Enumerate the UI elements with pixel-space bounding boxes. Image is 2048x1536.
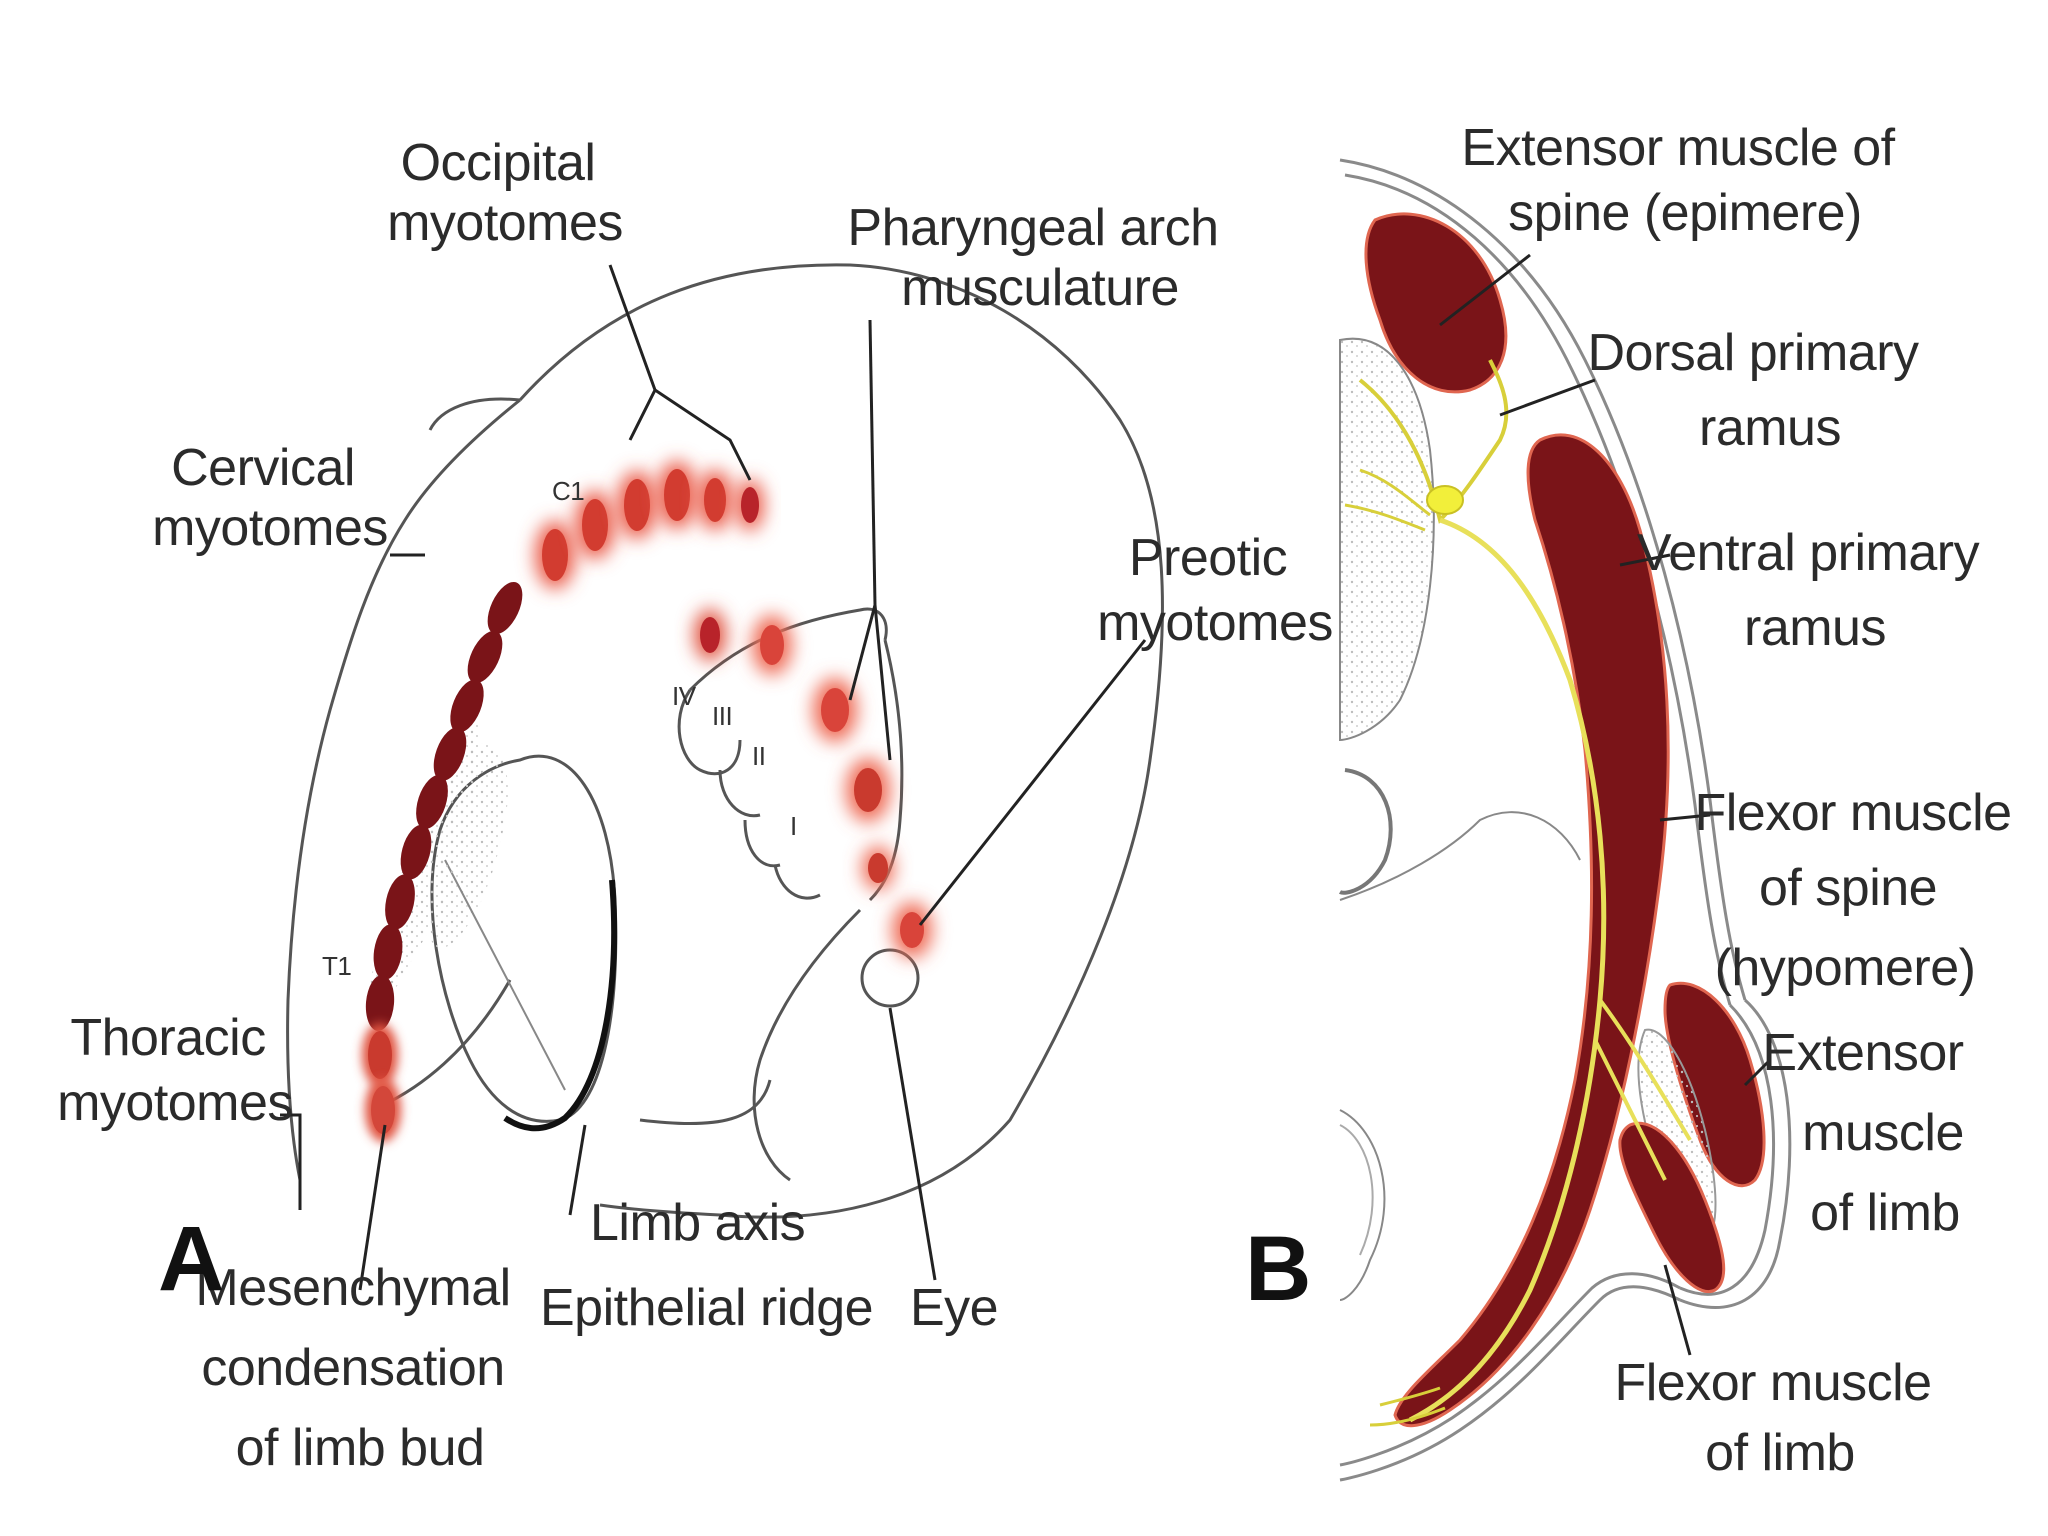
panel-b-leaders [1439, 253, 1772, 1356]
label-extensor-muscle-spine: Extensor muscle of spine (epimere) [1461, 119, 1908, 242]
myotome [741, 487, 759, 523]
lower-thoracic-myotomes [362, 1023, 401, 1142]
panel-a-letter: A [158, 1208, 224, 1310]
myotome [582, 499, 608, 551]
flexor-muscle-limb [1618, 1121, 1726, 1293]
t1-mark: T1 [322, 951, 351, 981]
myotome [416, 775, 448, 829]
arch-muscle [854, 768, 882, 812]
panel-b-letter: B [1245, 1218, 1311, 1320]
label-limb-axis: Limb axis [590, 1194, 805, 1252]
preotic-myotome [900, 912, 924, 948]
flexor-muscle-spine [1393, 433, 1670, 1428]
extensor-muscle-limb [1663, 981, 1766, 1188]
myotome [365, 975, 395, 1031]
limb-axis-line [444, 859, 566, 1091]
eye [860, 948, 920, 1008]
label-cervical-myotomes: Cervical myotomes [152, 439, 388, 557]
label-flexor-muscle-spine: Flexor muscle of spine (hypomere) [1694, 784, 2025, 997]
myotome [664, 469, 690, 521]
arch-muscle [821, 688, 849, 732]
embryo-outline [286, 263, 1164, 1219]
label-occipital-myotomes: Occipital myotomes [387, 134, 623, 252]
myotome [487, 581, 523, 635]
myotome [450, 679, 484, 733]
label-pharyngeal-arch: Pharyngeal arch musculature [847, 199, 1232, 317]
arch-iv-mark: IV [672, 681, 697, 711]
label-thoracic-myotomes: Thoracic myotomes [57, 1009, 293, 1132]
c1-mark: C1 [552, 476, 584, 506]
label-dorsal-primary-ramus: Dorsal primary ramus [1587, 324, 1932, 457]
label-extensor-muscle-limb: Extensor muscle of limb [1762, 1024, 1977, 1242]
myotome [624, 479, 650, 531]
label-preotic-myotomes: Preotic myotomes [1097, 529, 1333, 652]
arch-muscle [760, 625, 784, 665]
myotome [385, 874, 415, 930]
panel-b: Extensor muscle of spine (epimere) Dorsa… [1245, 119, 2025, 1482]
myotome [373, 924, 403, 980]
myotome [542, 529, 568, 581]
label-ventral-primary-ramus: Ventral primary ramus [1637, 524, 1993, 657]
myotome [704, 478, 726, 522]
myotome [371, 1086, 395, 1134]
panel-a: C1 T1 IV III II I Occipital myotomes Pha… [57, 134, 1333, 1477]
arch-muscle [700, 617, 720, 653]
label-epithelial-ridge: Epithelial ridge [540, 1279, 873, 1337]
arch-i-mark: I [790, 811, 797, 841]
myotome [433, 727, 467, 781]
dorsal-root-ganglion [1426, 485, 1464, 515]
myotome [400, 824, 432, 880]
epithelial-ridge [503, 879, 618, 1132]
cervical-thoracic-myotomes [365, 581, 523, 1031]
arch-muscle [868, 853, 888, 883]
arch-iii-mark: III [712, 701, 732, 731]
body-wall-skin [1339, 158, 1792, 1482]
panel-a-leaders [280, 264, 1147, 1291]
extensor-muscle-spine [1364, 212, 1508, 394]
occipital-myotomes [535, 461, 764, 589]
label-mesenchymal-condensation: Mesenchymal condensation of limb bud [195, 1259, 524, 1477]
label-eye: Eye [910, 1279, 998, 1337]
myotome [368, 1031, 392, 1079]
label-flexor-muscle-limb: Flexor muscle of limb [1614, 1354, 1945, 1482]
pharyngeal-arch-muscles [694, 609, 932, 958]
arch-ii-mark: II [752, 741, 765, 771]
myotome [467, 630, 503, 684]
spinal-nerve [1344, 359, 1692, 1427]
